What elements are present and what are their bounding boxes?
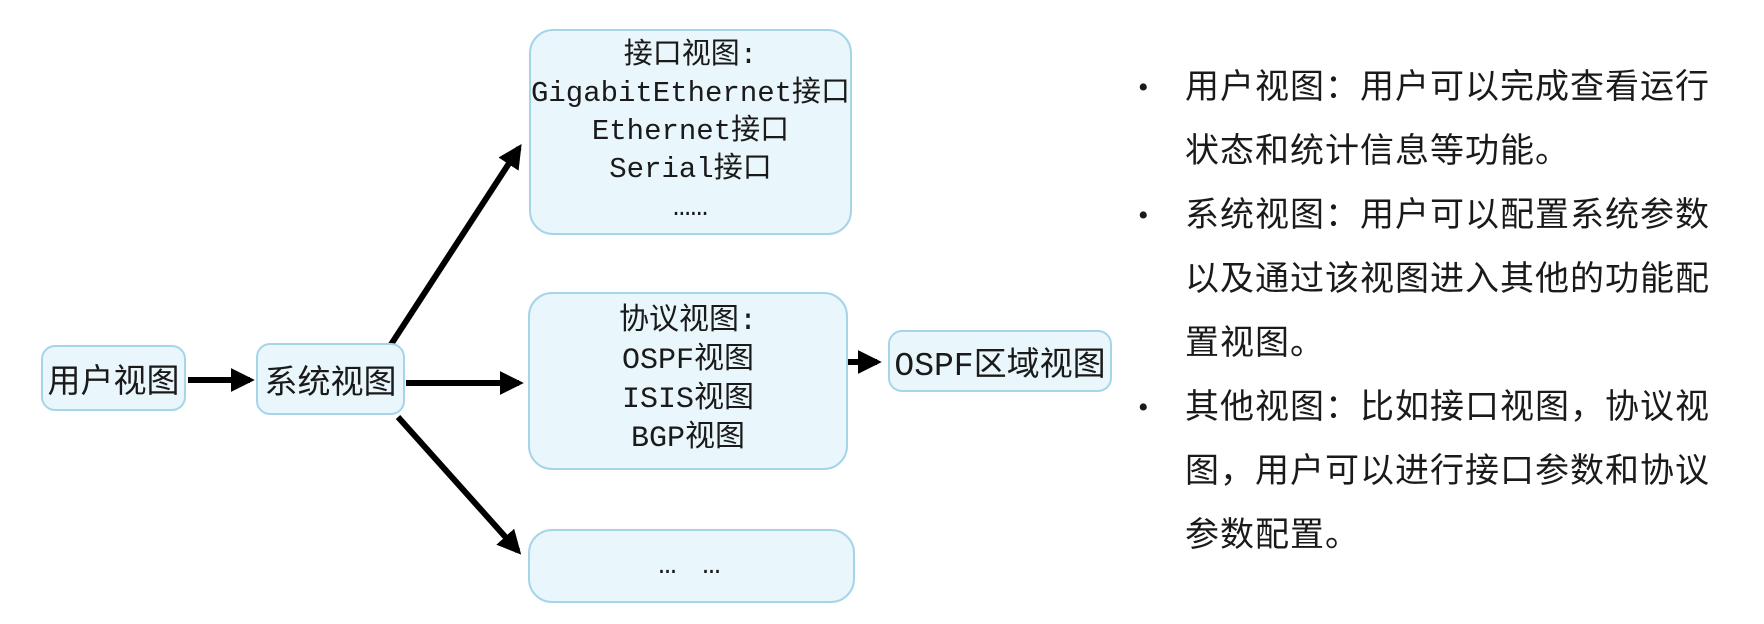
interface-view-item: GigabitEthernet接口 [530,77,851,110]
bullet-text: 用户视图：用户可以完成查看运行 状态和统计信息等功能。 [1185,56,1760,184]
bullet-item-other-views: • 其他视图：比如接口视图，协议视 图，用户可以进行接口参数和协议 参数配置。 [1128,376,1760,568]
bullet-item-system-view: • 系统视图：用户可以配置系统参数 以及通过该视图进入其他的功能配 置视图。 [1128,184,1760,376]
interface-view-ellipsis: …… [673,191,708,224]
bullet-text-line: 参数配置。 [1185,517,1360,554]
bullet-text: 系统视图：用户可以配置系统参数 以及通过该视图进入其他的功能配 置视图。 [1185,184,1760,376]
interface-view-item: Serial接口 [609,153,772,186]
user-view-label: 用户视图 [47,365,180,402]
system-view-box: 系统视图 [256,343,405,415]
ospf-area-view-box: OSPF区域视图 [888,330,1112,392]
bullet-item-user-view: • 用户视图：用户可以完成查看运行 状态和统计信息等功能。 [1128,56,1760,184]
bullet-text-line: 置视图。 [1185,325,1325,362]
protocol-view-item-bgp: BGP视图 [630,422,745,456]
ospf-area-view-label: OSPF区域视图 [894,348,1106,385]
bullet-text-line: 系统视图：用户可以配置系统参数 [1185,197,1710,234]
interface-view-item: Ethernet接口 [591,115,790,148]
user-view-box: 用户视图 [41,345,186,411]
other-views-box: … … [528,529,855,603]
other-views-ellipsis: … … [658,549,725,583]
bullet-text-line: 其他视图：比如接口视图，协议视 [1185,389,1710,426]
bullet-text-line: 状态和统计信息等功能。 [1185,133,1570,170]
protocol-view-item-isis: ISIS视图 [621,383,754,417]
protocol-view-item-ospf: OSPF视图 [621,344,754,378]
bullet-text: 其他视图：比如接口视图，协议视 图，用户可以进行接口参数和协议 参数配置。 [1185,376,1760,568]
interface-view-box: 接口视图: GigabitEthernet接口 Ethernet接口 Seria… [529,29,852,235]
arrow-system-to-interface [387,143,522,348]
arrow-system-to-other [395,414,522,555]
bullet-text-line: 以及通过该视图进入其他的功能配 [1185,261,1710,298]
bullet-marker: • [1138,391,1150,424]
interface-view-title: 接口视图: [623,39,758,72]
notes-panel: • 用户视图：用户可以完成查看运行 状态和统计信息等功能。 • 系统视图：用户可… [1128,56,1760,568]
bullet-text-line: 用户视图：用户可以完成查看运行 [1185,69,1710,106]
system-view-label: 系统视图 [264,366,397,403]
bullet-marker: • [1138,71,1150,104]
protocol-view-box: 协议视图: OSPF视图 ISIS视图 BGP视图 [528,292,848,470]
protocol-view-title: 协议视图: [618,305,757,339]
bullet-marker: • [1138,199,1150,232]
bullet-text-line: 图，用户可以进行接口参数和协议 [1185,453,1710,490]
